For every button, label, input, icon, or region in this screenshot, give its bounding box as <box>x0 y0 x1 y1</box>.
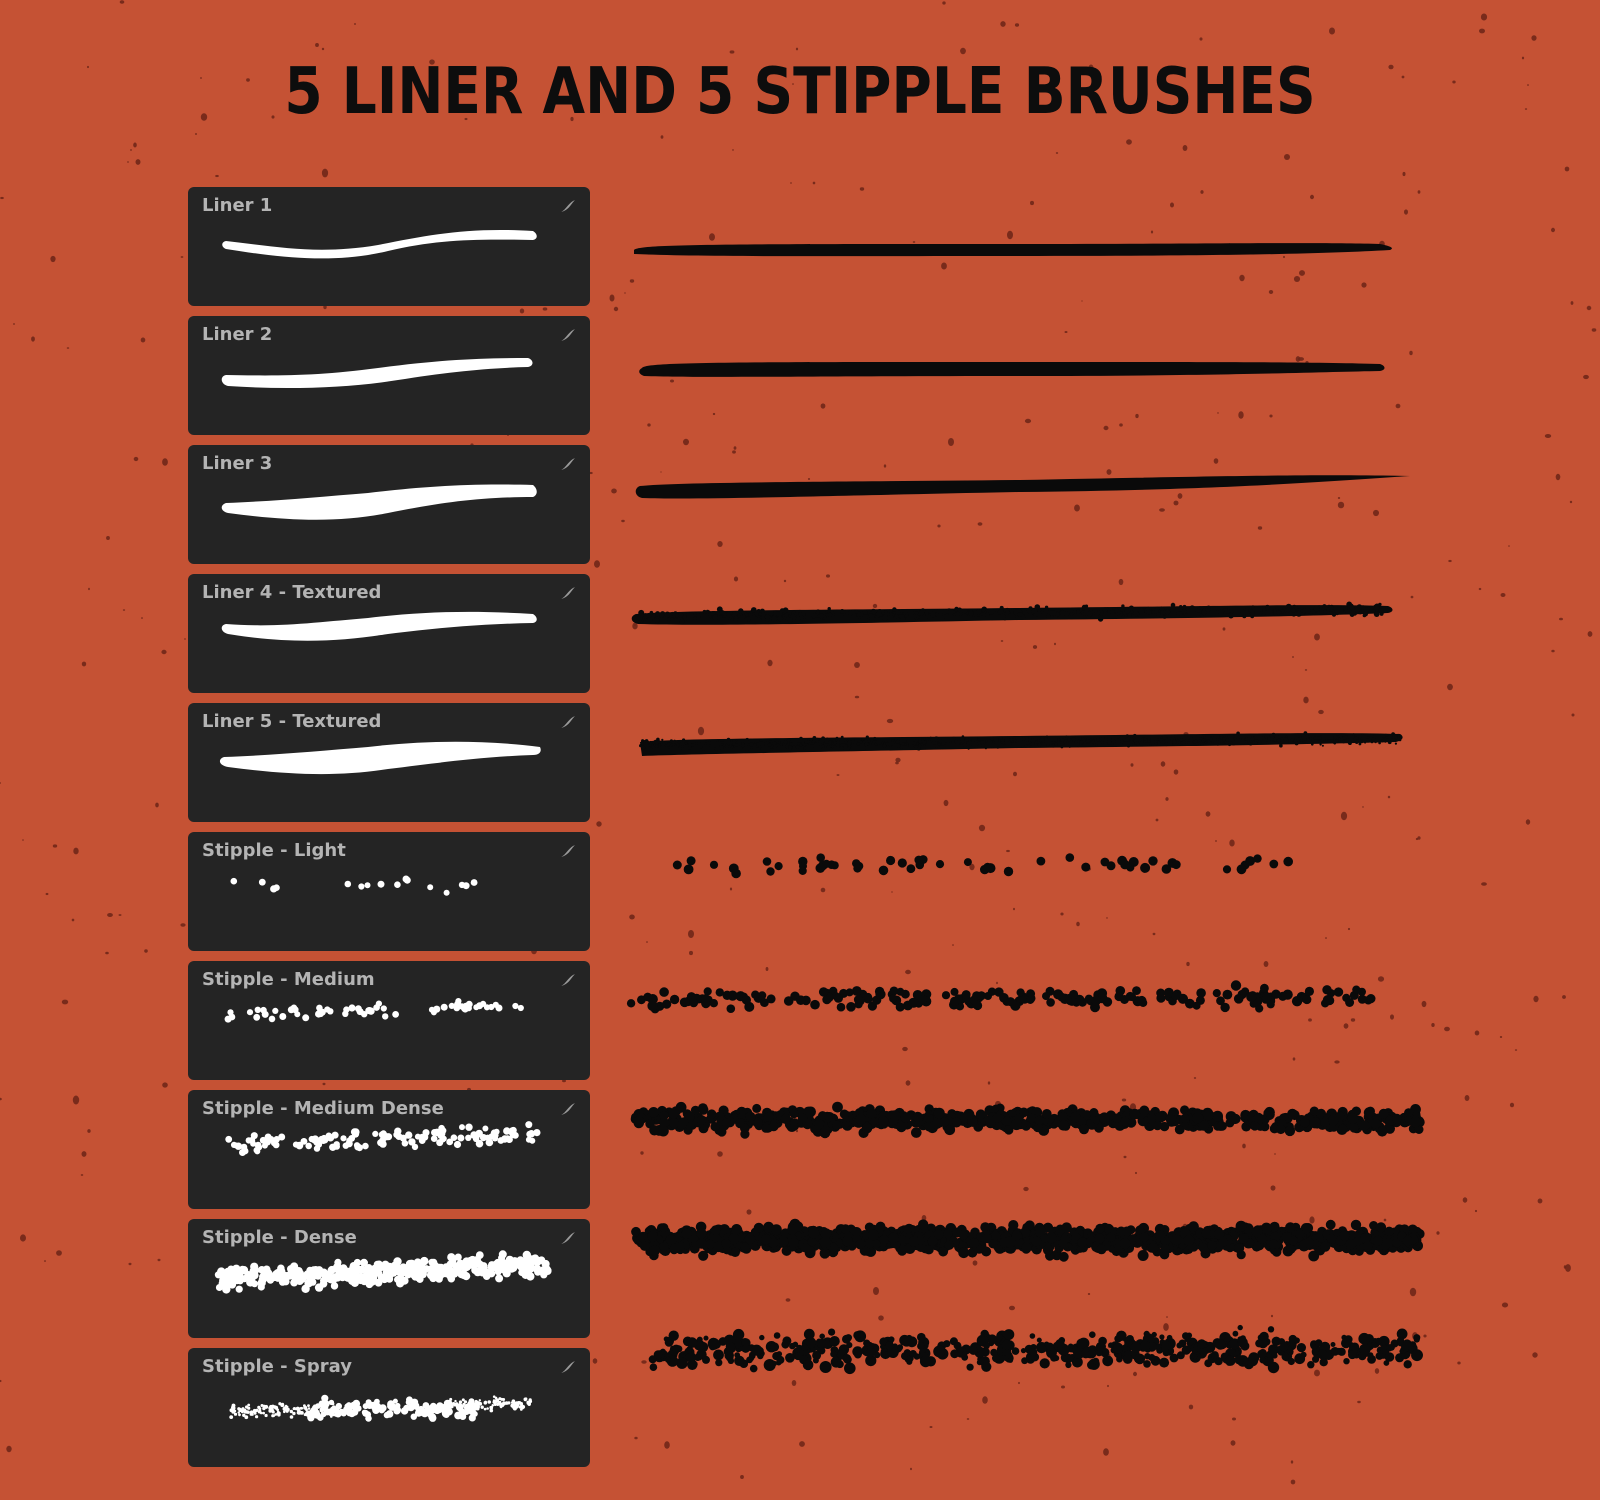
brush-stroke-icon <box>561 200 575 212</box>
brush-panel-stipple-medium-dense[interactable]: Stipple - Medium Dense <box>188 1090 590 1209</box>
brush-preview-stipple-medium <box>224 998 524 1023</box>
brush-panel-liner-1[interactable]: Liner 1 <box>188 187 590 306</box>
brush-stroke-icon <box>561 974 575 986</box>
brush-stroke-icon <box>561 1232 575 1244</box>
sample-stroke-liner-5-textured <box>639 731 1403 756</box>
brush-label: Stipple - Spray <box>202 1356 352 1377</box>
brush-stroke-icon <box>561 329 575 341</box>
brush-label: Stipple - Dense <box>202 1227 357 1248</box>
brush-panel-liner-2[interactable]: Liner 2 <box>188 316 590 435</box>
brush-preview-liner-5 <box>219 741 541 775</box>
brush-preview-liner-2 <box>221 358 533 388</box>
brush-preview-liner-4 <box>221 611 537 641</box>
brush-panel-stipple-spray[interactable]: Stipple - Spray <box>188 1348 590 1467</box>
brush-stroke-icon <box>561 1361 575 1373</box>
sample-stroke-stipple-light <box>672 853 1293 879</box>
sample-stroke-stipple-medium <box>626 980 1376 1014</box>
brush-label: Stipple - Medium Dense <box>202 1098 444 1119</box>
sample-stroke-stipple-dense <box>631 1218 1425 1262</box>
brush-preview-liner-3 <box>221 484 537 520</box>
sample-stroke-stipple-spray <box>648 1324 1423 1375</box>
brush-preview-stipple-dense <box>214 1250 552 1294</box>
brush-stroke-icon <box>561 845 575 857</box>
brush-panel-liner-3[interactable]: Liner 3 <box>188 445 590 564</box>
brush-label: Liner 3 <box>202 453 273 474</box>
sample-stroke-liner-1 <box>634 243 1392 257</box>
page-title: 5 LINER AND 5 STIPPLE BRUSHES <box>284 55 1316 129</box>
sample-stroke-liner-4-textured <box>631 601 1393 625</box>
brush-label: Liner 5 - Textured <box>202 711 382 732</box>
brush-label: Liner 4 - Textured <box>202 582 382 603</box>
brush-preview-stipple-light <box>230 875 478 896</box>
brush-preview-stipple-medium-dense <box>225 1121 541 1156</box>
brush-label: Liner 1 <box>202 195 273 216</box>
brush-label: Stipple - Medium <box>202 969 375 990</box>
brush-panel-liner-5-textured[interactable]: Liner 5 - Textured <box>188 703 590 822</box>
brush-stroke-icon <box>561 1103 575 1115</box>
brush-stroke-icon <box>561 587 575 599</box>
brush-label: Stipple - Light <box>202 840 346 861</box>
brush-label: Liner 2 <box>202 324 273 345</box>
brush-stroke-icon <box>561 716 575 728</box>
sample-stroke-liner-2 <box>639 362 1385 377</box>
brush-panel-stipple-dense[interactable]: Stipple - Dense <box>188 1219 590 1338</box>
brush-panel-stipple-light[interactable]: Stipple - Light <box>188 832 590 951</box>
brush-preview-liner-1 <box>222 229 537 259</box>
sample-stroke-stipple-medium-dense <box>630 1101 1425 1139</box>
brush-panel-stipple-medium[interactable]: Stipple - Medium <box>188 961 590 1080</box>
brush-stroke-icon <box>561 458 575 470</box>
sample-stroke-liner-3 <box>635 475 1410 499</box>
brush-preview-stipple-spray <box>229 1394 533 1422</box>
brush-panel-liner-4-textured[interactable]: Liner 4 - Textured <box>188 574 590 693</box>
